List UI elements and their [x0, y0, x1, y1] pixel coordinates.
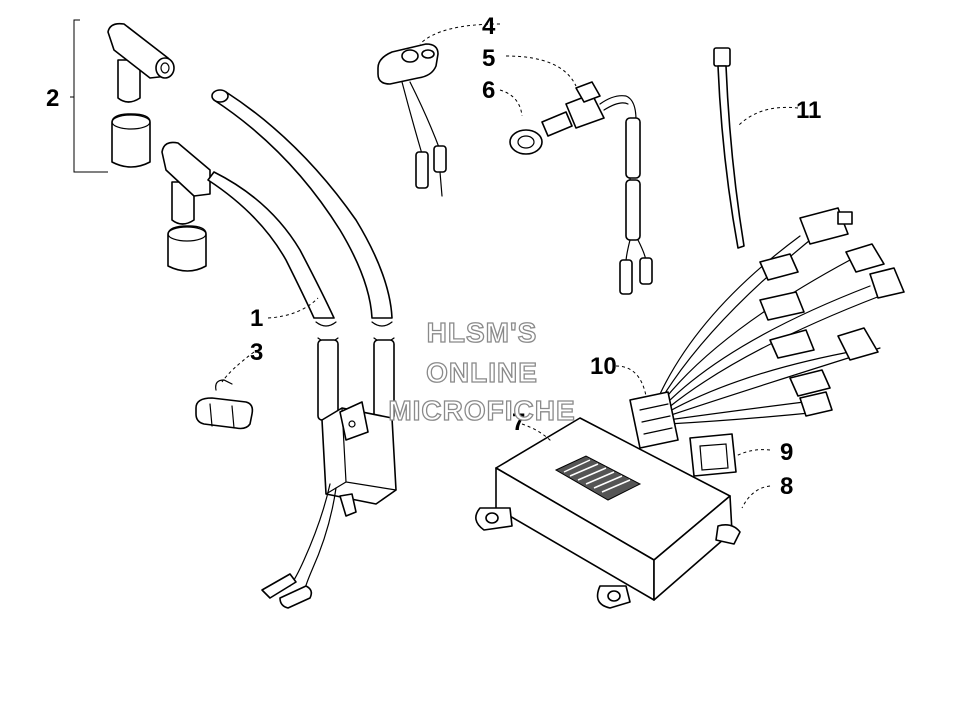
callout-9: 9 [780, 439, 793, 466]
temperature-sensor [377, 43, 447, 197]
callout-5: 5 [482, 45, 495, 72]
watermark-line-2: ONLINE [426, 357, 538, 388]
wiring-harness [629, 207, 905, 449]
callout-labels: 1 2 3 4 5 6 7 8 9 10 11 [46, 13, 821, 500]
callout-6: 6 [482, 77, 495, 104]
watermark-line-3: MICROFICHE [388, 395, 575, 426]
spark-plug-cap-upper [107, 22, 175, 168]
spark-plug-cap-lower [161, 141, 211, 272]
callout-1: 1 [250, 305, 263, 332]
sender-unit [541, 81, 653, 295]
callout-3: 3 [250, 339, 263, 366]
callout-2: 2 [46, 85, 59, 112]
watermark-line-1: HLSM'S [427, 317, 538, 348]
callout-11: 11 [796, 97, 821, 124]
callout-8: 8 [780, 473, 793, 500]
callout-7: 7 [512, 409, 525, 436]
leader-lines [221, 23, 799, 509]
callout-10: 10 [590, 353, 617, 380]
fuse [689, 433, 737, 477]
ignition-coil [207, 89, 397, 609]
bracket-part-2 [70, 19, 108, 173]
callout-4: 4 [482, 13, 496, 40]
retaining-clip [195, 379, 254, 430]
cdi-control-module [475, 417, 741, 609]
cable-tie [713, 47, 745, 249]
watermark: HLSM'S ONLINE MICROFICHE [388, 316, 576, 426]
sealing-washer [509, 129, 543, 155]
